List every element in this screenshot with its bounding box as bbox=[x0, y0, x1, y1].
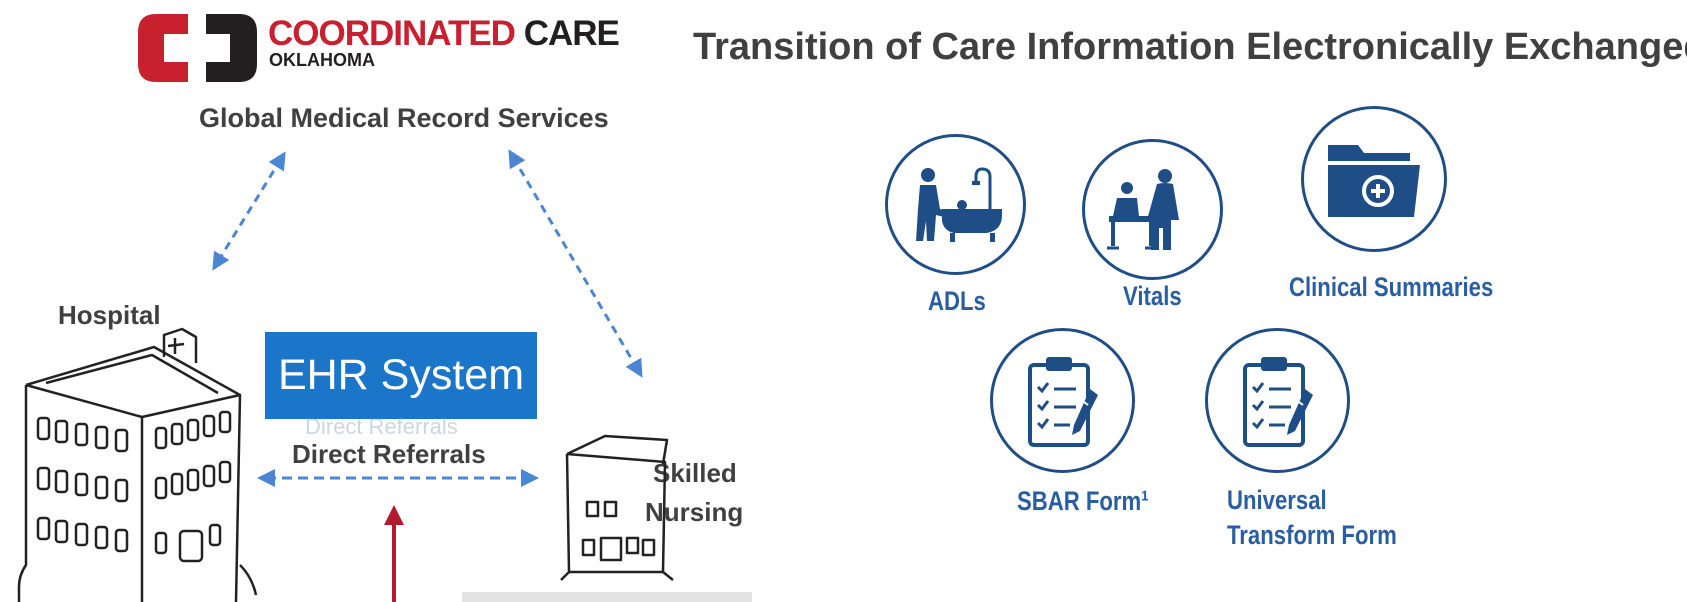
vitals-circle bbox=[1082, 139, 1223, 280]
partial-footer-bar bbox=[462, 592, 752, 602]
adls-circle bbox=[885, 134, 1026, 275]
sbar-form-label: SBAR Form¹ bbox=[1017, 486, 1149, 516]
skilled-label: Skilled bbox=[653, 458, 737, 488]
arrow-records-nursing bbox=[508, 149, 643, 378]
hospital-building-icon bbox=[17, 327, 258, 602]
arrow-records-hospital bbox=[212, 151, 286, 271]
clipboard-checklist-icon bbox=[1242, 356, 1313, 447]
patient-exam-icon bbox=[1106, 168, 1179, 250]
diagram-connectors bbox=[212, 149, 643, 602]
logo-mark-icon bbox=[138, 14, 257, 82]
clinical-summaries-circle bbox=[1301, 106, 1447, 252]
logo-text-oklahoma: OKLAHOMA bbox=[269, 50, 375, 70]
universal-transform-form-circle bbox=[1205, 328, 1350, 473]
universal-label: Universal bbox=[1227, 485, 1327, 515]
transform-form-label: Transform Form bbox=[1227, 520, 1397, 550]
vitals-label: Vitals bbox=[1123, 281, 1182, 311]
ehr-ghost-text: Direct Referrals bbox=[305, 414, 458, 439]
hospital-label: Hospital bbox=[58, 300, 161, 330]
logo-text-coordinated-care: COORDINATED CARE bbox=[268, 14, 620, 53]
ehr-system-label: EHR System bbox=[277, 351, 525, 399]
bathing-icon bbox=[915, 166, 1002, 242]
global-medical-record-services-label: Global Medical Record Services bbox=[199, 103, 609, 133]
folder-plus-icon bbox=[1328, 145, 1420, 217]
coordinated-care-logo bbox=[136, 12, 776, 84]
clinical-summaries-label: Clinical Summaries bbox=[1289, 272, 1494, 302]
skilled-nursing-building-icon bbox=[560, 434, 674, 581]
ehr-system-box: EHR System bbox=[265, 332, 537, 419]
direct-referrals-label: Direct Referrals bbox=[292, 439, 486, 469]
clipboard-checklist-icon bbox=[1027, 356, 1098, 447]
page-title: Transition of Care Information Electroni… bbox=[693, 26, 1687, 68]
adls-label: ADLs bbox=[928, 286, 986, 316]
sbar-form-circle bbox=[990, 328, 1135, 473]
nursing-label: Nursing bbox=[645, 497, 744, 527]
